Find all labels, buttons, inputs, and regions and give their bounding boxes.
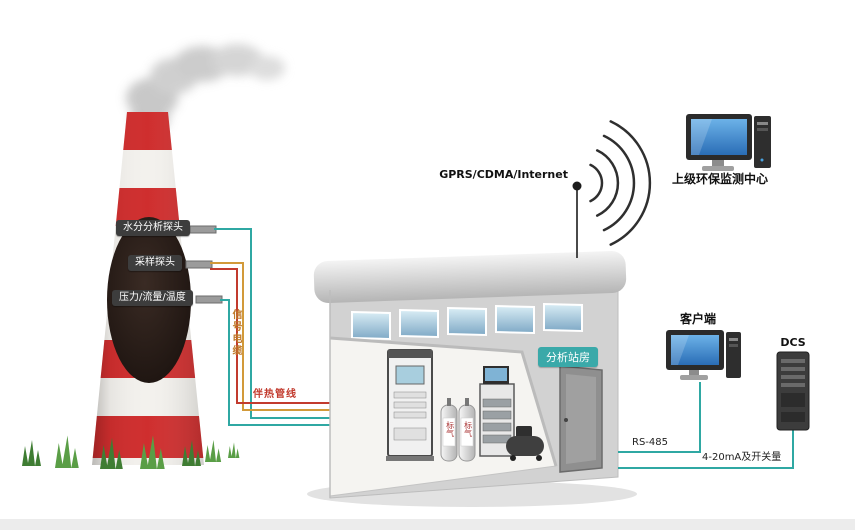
stack-to-station-lines	[210, 228, 348, 426]
station-door	[559, 365, 603, 473]
sample-line	[210, 268, 348, 404]
gas-cylinders	[440, 398, 476, 462]
client-label: 客户端	[679, 312, 716, 326]
building-windows	[351, 302, 583, 341]
wifi-arcs	[589, 120, 652, 246]
ground-strip	[0, 519, 855, 530]
window	[399, 308, 439, 339]
smoke-plume	[126, 44, 285, 133]
probe-label-moisture: 水分分析探头	[116, 220, 190, 236]
grass	[22, 435, 240, 469]
analog-label: 4-20mA及开关量	[702, 452, 782, 463]
compressor	[506, 426, 544, 461]
cutaway-edge	[329, 336, 558, 467]
rs485-label: RS-485	[632, 437, 668, 448]
building-roof	[313, 251, 627, 303]
station-badge: 分析站房	[538, 347, 598, 367]
dcs-label: DCS	[780, 336, 806, 349]
gprs-label: GPRS/CDMA/Internet	[439, 168, 568, 181]
probe-label-pressure-flow-temp: 压力/流量/温度	[112, 290, 193, 306]
rs485-line	[618, 382, 701, 453]
probe-label-sampling: 采样探头	[128, 255, 182, 271]
center-computer-icon	[686, 114, 771, 171]
dcs-server-icon	[776, 351, 810, 431]
smokestack	[92, 112, 204, 465]
analyzer-cabinet	[386, 349, 434, 461]
antenna-dot	[572, 181, 582, 191]
analog-line	[618, 430, 794, 469]
client-tower	[726, 332, 741, 378]
client-computer-icon	[666, 330, 741, 380]
cylinder-label-2: 标气	[463, 421, 473, 437]
sensor-signal-line	[220, 299, 348, 426]
monitoring-center-label: 上级环保监测中心	[671, 172, 768, 186]
moisture-signal-line	[214, 228, 348, 419]
window	[543, 302, 583, 333]
signal-cable-label: 信号电缆	[230, 309, 241, 357]
window	[495, 304, 535, 335]
station-building	[313, 251, 627, 499]
heat-traced-line	[210, 262, 348, 411]
heated-line-label: 伴热管线	[253, 389, 297, 400]
cylinder-label-1: 标气	[445, 421, 455, 437]
window	[447, 306, 487, 337]
window	[351, 310, 391, 341]
output-lines	[618, 382, 794, 469]
antenna	[572, 120, 652, 258]
